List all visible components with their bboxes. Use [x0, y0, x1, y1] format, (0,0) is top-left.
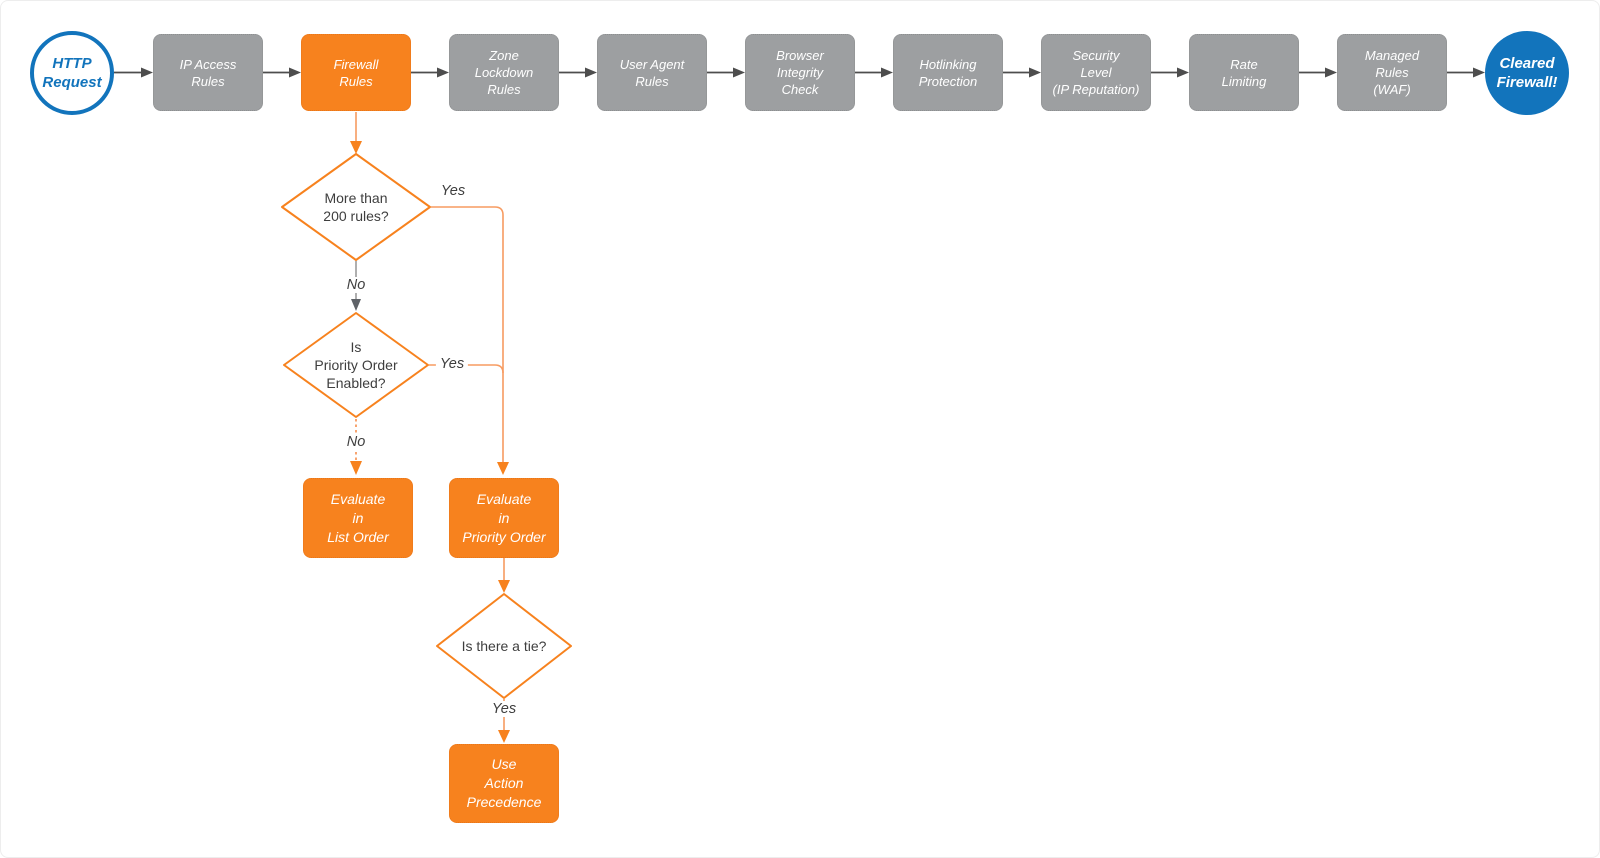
edge-label-yes-1: Yes [436, 183, 470, 199]
edge-label-no-1: No [342, 277, 370, 293]
stage-label: User Agent Rules [619, 56, 685, 89]
decision2-label: Is Priority Order Enabled? [314, 339, 398, 391]
edge-decision1-yes [431, 206, 509, 475]
stage-hotlinking-protection: Hotlinking Protection [893, 34, 1003, 111]
edge-priority-to-decision3 [498, 558, 510, 593]
stage-security-level: Security Level (IP Reputation) [1041, 34, 1151, 111]
stage-rate-limiting: Rate Limiting [1189, 34, 1299, 111]
end-node-cleared-firewall: Cleared Firewall! [1485, 31, 1569, 115]
action-label: Evaluate in Priority Order [462, 490, 546, 545]
edge-label-no-2: No [342, 434, 370, 450]
start-node-http-request: HTTP Request [30, 31, 114, 115]
stage-user-agent-rules: User Agent Rules [597, 34, 707, 111]
edge-label-yes-2: Yes [435, 356, 469, 372]
action-use-action-precedence: Use Action Precedence [449, 744, 559, 823]
stage-firewall-rules: Firewall Rules [301, 34, 411, 111]
stage-label: IP Access Rules [179, 56, 237, 89]
action-label: Use Action Precedence [466, 756, 542, 810]
edge-label-yes-3: Yes [487, 701, 521, 717]
action-evaluate-in-list-order: Evaluate in List Order [303, 478, 413, 558]
stage-zone-lockdown-rules: Zone Lockdown Rules [449, 34, 559, 111]
stage-label: Managed Rules (WAF) [1364, 48, 1420, 97]
stage-ip-access-rules: IP Access Rules [153, 34, 263, 111]
decision3-label: Is there a tie? [461, 638, 547, 654]
stage-label: Zone Lockdown Rules [474, 48, 534, 97]
action-label: Evaluate in List Order [327, 490, 389, 545]
stage-label: Browser Integrity Check [776, 48, 824, 97]
edge-firewall-to-decision1 [350, 112, 362, 154]
stage-label: Rate Limiting [1221, 56, 1267, 89]
decision1-label: More than 200 rules? [323, 190, 389, 224]
stage-managed-rules-waf: Managed Rules (WAF) [1337, 34, 1447, 111]
stage-label: Hotlinking Protection [918, 56, 978, 89]
stage-browser-integrity-check: Browser Integrity Check [745, 34, 855, 111]
action-evaluate-in-priority-order: Evaluate in Priority Order [449, 478, 559, 558]
stage-label: Firewall Rules [333, 56, 379, 89]
stage-label: Security Level (IP Reputation) [1052, 48, 1140, 97]
end-node-label: Cleared Firewall! [1496, 55, 1558, 91]
start-node-label: HTTP Request [42, 55, 102, 91]
